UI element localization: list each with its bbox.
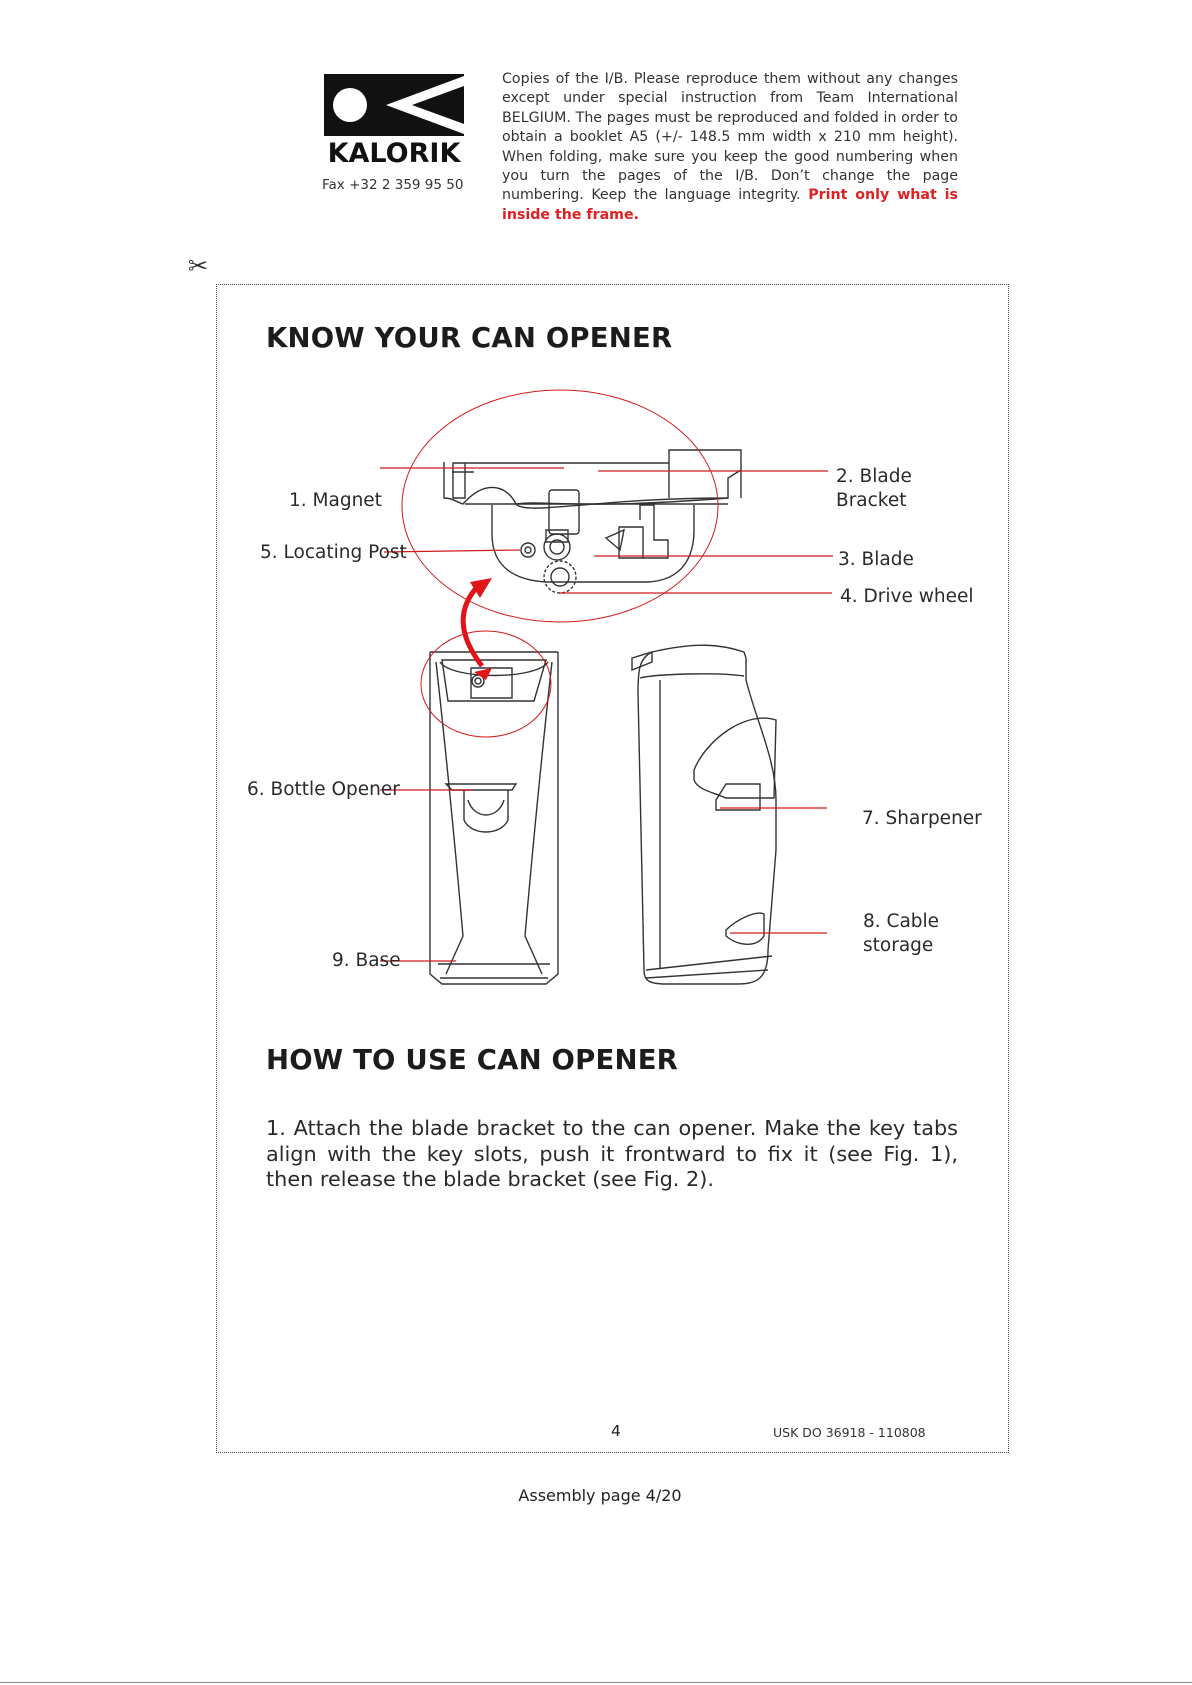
print-frame bbox=[216, 284, 1009, 1453]
assembly-page-label: Assembly page 4/20 bbox=[518, 1486, 682, 1505]
front-highlight-ellipse bbox=[420, 630, 552, 738]
label-sharpener: 7. Sharpener bbox=[862, 808, 982, 829]
label-blade-bracket-line2: Bracket bbox=[836, 490, 907, 511]
page-number: 4 bbox=[611, 1422, 621, 1440]
label-bottle-opener: 6. Bottle Opener bbox=[247, 779, 400, 800]
label-magnet: 1. Magnet bbox=[289, 490, 382, 511]
can-opener-diagram bbox=[380, 389, 833, 985]
label-blade: 3. Blade bbox=[838, 549, 914, 570]
document-reference: USK DO 36918 - 110808 bbox=[773, 1425, 926, 1440]
label-drive-wheel: 4. Drive wheel bbox=[840, 586, 974, 607]
instruction-step-1: 1. Attach the blade bracket to the can o… bbox=[266, 1116, 958, 1191]
label-base: 9. Base bbox=[332, 950, 401, 971]
section-title-know: KNOW YOUR CAN OPENER bbox=[266, 322, 673, 354]
label-cable-storage-line2: storage bbox=[863, 935, 934, 956]
page-bottom-rule bbox=[0, 1682, 1192, 1683]
scissors-icon: ✂ bbox=[188, 252, 209, 280]
fax-number: Fax +32 2 359 95 50 bbox=[322, 177, 464, 193]
front-view-drawing bbox=[429, 651, 559, 985]
curved-arrow-icon bbox=[460, 584, 484, 668]
label-locating-post: 5. Locating Post bbox=[260, 542, 407, 563]
print-instructions-highlight: Print only what is inside the frame. bbox=[502, 187, 958, 223]
label-cable-storage-line1: 8. Cable bbox=[863, 911, 940, 932]
callout-line-locating-post bbox=[383, 549, 521, 553]
brand-wordmark: KALORIK bbox=[328, 138, 462, 166]
print-instructions: Copies of the I/B. Please reproduce them… bbox=[502, 70, 958, 225]
print-instructions-text: Copies of the I/B. Please reproduce them… bbox=[502, 71, 958, 204]
side-view-drawing bbox=[631, 644, 777, 985]
blade-bracket-detail bbox=[443, 449, 742, 594]
bracket-highlight-ellipse bbox=[401, 389, 719, 623]
kalorik-logo: KALORIK bbox=[324, 74, 464, 166]
label-blade-bracket-line1: 2. Blade bbox=[836, 466, 912, 487]
section-title-how-to-use: HOW TO USE CAN OPENER bbox=[266, 1044, 679, 1076]
